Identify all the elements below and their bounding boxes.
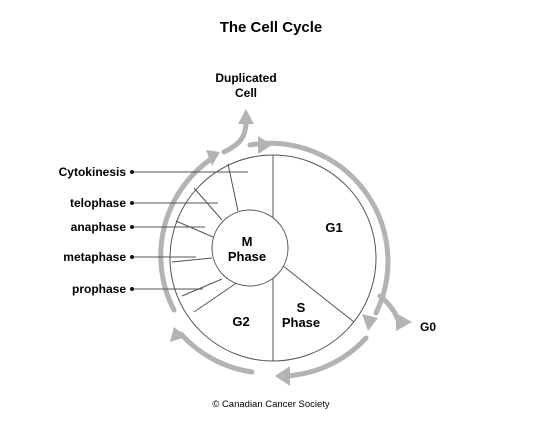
diagram-title: The Cell Cycle <box>220 19 323 36</box>
label-metaphase: metaphase <box>63 250 126 264</box>
arrow-arc-s <box>283 335 369 379</box>
arrowhead-top <box>258 136 272 154</box>
arrow-heads <box>170 109 412 386</box>
phase-g1: G1 <box>325 220 342 235</box>
label-anaphase: anaphase <box>71 220 127 234</box>
cycle-circle <box>169 154 377 362</box>
duplicated-cell-line1: Duplicated <box>215 71 276 85</box>
copyright: © Canadian Cancer Society <box>212 399 330 410</box>
m-line-4 <box>171 257 213 263</box>
phase-m-line1: M <box>242 234 253 249</box>
arrowhead-g0 <box>396 313 412 331</box>
label-prophase: prophase <box>72 282 126 296</box>
duplicated-cell-line2: Cell <box>235 86 257 100</box>
arrowhead-upper-left <box>206 150 220 166</box>
phase-g2: G2 <box>232 314 249 329</box>
divider-g1-s <box>272 257 355 323</box>
arrow-arc-g2 <box>178 331 255 375</box>
label-cytokinesis: Cytokinesis <box>59 165 127 179</box>
arrow-branch-g0 <box>377 293 401 323</box>
arrow-branch-duplicated <box>221 119 249 155</box>
g0-label: G0 <box>420 320 436 334</box>
arrow-arc-g1 <box>247 140 391 316</box>
arrowhead-right <box>362 314 378 331</box>
phase-s-line1: S <box>297 300 306 315</box>
arrowhead-left <box>170 327 186 342</box>
phase-s-line2: Phase <box>282 315 320 330</box>
m-line-5 <box>181 278 223 297</box>
m-line-3 <box>175 220 214 238</box>
phase-m-line2: Phase <box>228 249 266 264</box>
m-line-2 <box>193 187 223 221</box>
stage-pointers <box>130 170 248 291</box>
m-phase-circle <box>211 209 289 287</box>
arrowhead-duplicated <box>238 109 254 124</box>
arrowhead-bottom <box>275 366 290 386</box>
label-telophase: telophase <box>70 196 126 210</box>
